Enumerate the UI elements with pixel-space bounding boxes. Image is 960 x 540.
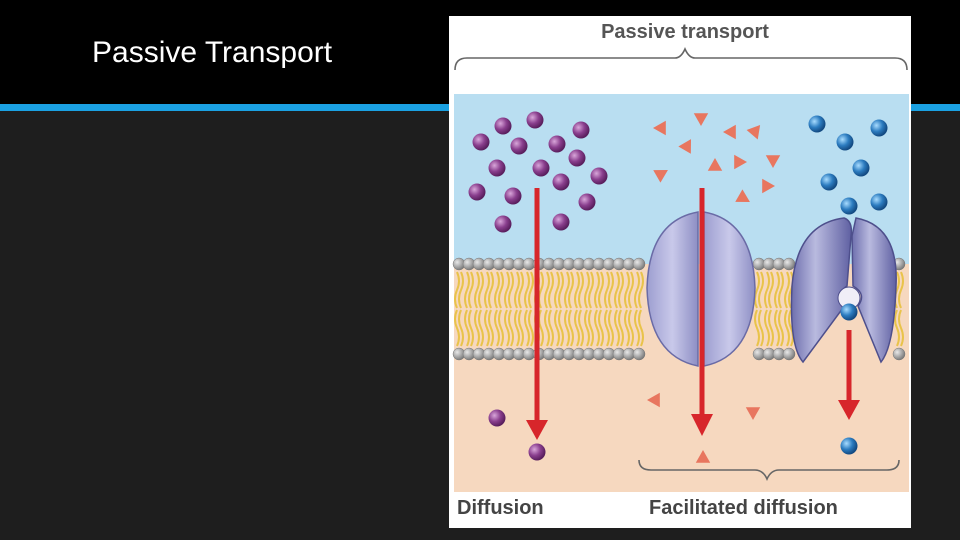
blue-molecule [840,197,858,215]
blue-molecule [870,119,888,137]
triangle-molecule [695,450,711,463]
lipid-head [782,347,796,361]
blue-molecule [870,193,888,211]
channel-protein [646,211,756,367]
triangle-molecule [653,170,668,183]
purple-molecule [590,167,608,185]
slide-title: Passive Transport [92,36,333,69]
triangle-molecule [647,392,660,408]
purple-molecule [504,187,522,205]
triangle-molecule [678,139,691,154]
triangle-molecule [735,189,750,202]
purple-molecule [578,193,596,211]
blue-molecule [840,437,858,455]
purple-molecule [468,183,486,201]
purple-molecule [488,409,506,427]
purple-molecule [572,121,590,139]
channel-arrow [691,188,713,436]
purple-molecule [568,149,586,167]
purple-molecule [510,137,528,155]
triangle-molecule [745,407,761,420]
lipid-head [632,347,646,361]
facilitated-bracket [638,459,900,481]
purple-molecule [494,215,512,233]
triangle-molecule [693,113,709,126]
blue-molecule [836,133,854,151]
carrier-protein [790,217,897,364]
triangle-molecule [762,178,775,194]
facilitated-diffusion-label: Facilitated diffusion [649,497,838,519]
triangle-solutes [647,113,781,463]
blue-molecule [852,159,870,177]
purple-molecule [472,133,490,151]
figure-header: Passive transport [601,21,769,43]
phospholipid-bilayer [452,257,906,361]
triangle-molecule [734,154,747,170]
lipid-head [782,257,796,271]
carrier-arrow [838,330,860,420]
diffusion-arrow [526,188,548,440]
triangle-molecule [707,158,723,171]
blue-solutes [808,115,888,455]
purple-solutes [468,111,608,461]
purple-molecule [552,173,570,191]
purple-molecule [548,135,566,153]
purple-molecule [526,111,544,129]
blue-molecule [808,115,826,133]
triangle-molecule [723,124,736,140]
passive-transport-figure: Passive transport [449,16,911,528]
purple-molecule [494,117,512,135]
purple-molecule [532,159,550,177]
blue-molecule [840,303,858,321]
lipid-head [632,257,646,271]
triangle-molecule [746,125,761,140]
passive-transport-diagram: Passive transport [452,21,909,519]
purple-molecule [552,213,570,231]
triangle-molecule [765,155,781,168]
header-bracket [454,47,908,71]
blue-molecule [820,173,838,191]
purple-molecule [488,159,506,177]
triangle-molecule [653,120,666,136]
diffusion-label: Diffusion [457,497,544,519]
lipid-head [892,347,906,361]
purple-molecule [528,443,546,461]
